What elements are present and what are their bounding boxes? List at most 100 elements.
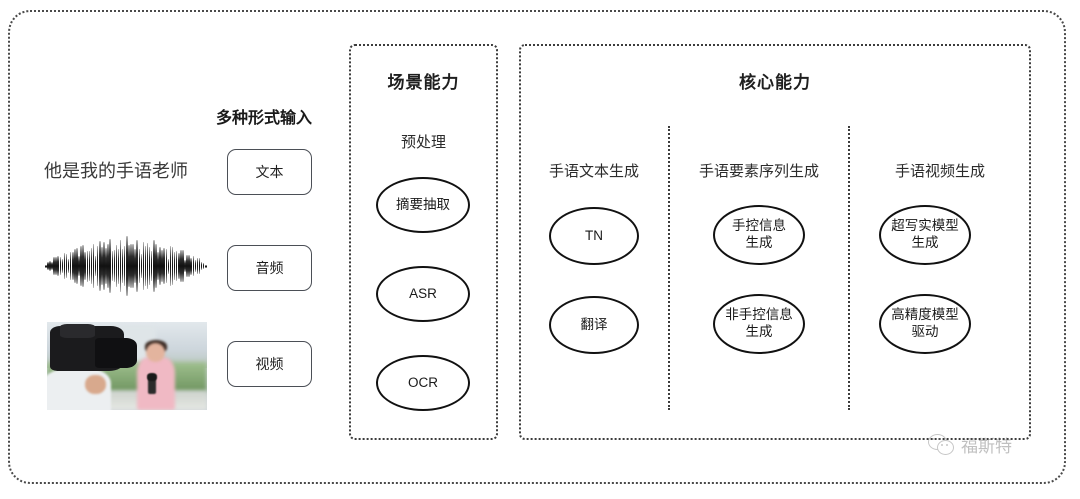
waveform-bar	[200, 262, 203, 270]
sample-text: 他是我的手语老师	[44, 161, 188, 181]
waveform-bar	[161, 250, 163, 282]
waveform-bar	[84, 251, 86, 281]
waveform-bar	[92, 244, 95, 288]
waveform-bar	[109, 238, 111, 294]
waveform-bar	[140, 253, 143, 279]
waveform-bar	[190, 257, 192, 275]
waveform-bar	[169, 246, 172, 286]
waveform-bar	[57, 256, 59, 276]
core-node-translation[interactable]: 翻译	[549, 296, 639, 354]
outer-frame	[8, 10, 1066, 484]
preprocessing-label: 预处理	[400, 134, 446, 151]
waveform-bar	[142, 241, 145, 291]
scene-node-summary[interactable]: 摘要抽取	[376, 177, 470, 233]
scene-capability-box	[349, 44, 498, 440]
waveform-bar	[107, 243, 109, 289]
scene-node-asr[interactable]: ASR	[376, 266, 470, 322]
core-node-photoreal-model[interactable]: 超写实模型 生成	[879, 205, 971, 265]
video-thumbnail	[47, 322, 207, 410]
core-column-label-video-generation: 手语视频生成	[894, 163, 985, 180]
core-capability-title: 核心能力	[739, 73, 811, 92]
scene-capability-title: 场景能力	[387, 73, 460, 92]
waveform-bar	[136, 240, 138, 292]
waveform-bar	[113, 250, 116, 282]
waveform-bar	[101, 246, 103, 286]
core-column-divider-1	[668, 126, 670, 410]
waveform-bar	[74, 249, 76, 283]
waveform-bar	[115, 244, 118, 288]
waveform-bar	[171, 246, 174, 286]
thumb-microphone-head	[146, 373, 157, 381]
waveform-bar	[155, 244, 157, 288]
waveform-bar	[53, 256, 55, 276]
waveform-bar	[103, 242, 105, 290]
input-button-video[interactable]: 视频	[227, 341, 312, 387]
waveform-bar	[165, 248, 168, 284]
core-node-manual-info[interactable]: 手控信息 生成	[713, 205, 805, 265]
waveform-bar	[150, 251, 153, 281]
thumb-operator-hand	[85, 374, 107, 395]
waveform-bar	[188, 255, 190, 277]
waveform-bar	[173, 251, 176, 281]
core-node-tn[interactable]: TN	[549, 207, 639, 265]
waveform-bar	[202, 263, 205, 269]
waveform-bar	[132, 244, 134, 288]
core-column-divider-2	[848, 126, 850, 410]
waveform-bar	[76, 248, 78, 284]
waveform-bar	[119, 240, 122, 292]
waveform-bar	[178, 252, 180, 280]
waveform-bar	[180, 249, 182, 283]
waveform-bar	[99, 241, 101, 291]
waveform-bar	[111, 251, 113, 281]
waveform-bar	[121, 248, 124, 284]
thumb-camera-hood	[59, 323, 95, 338]
waveform-bar	[126, 236, 128, 296]
waveform-bar	[78, 256, 80, 276]
wechat-icon	[928, 433, 956, 456]
waveform-bar	[51, 261, 53, 271]
waveform-bar	[59, 256, 62, 276]
waveform-bar	[157, 251, 159, 281]
waveform-bar	[80, 245, 82, 287]
scene-node-ocr[interactable]: OCR	[376, 355, 470, 411]
core-node-non-manual-info[interactable]: 非手控信息 生成	[713, 294, 805, 354]
waveform-bar	[192, 256, 195, 276]
waveform-bar	[144, 246, 147, 286]
waveform-bar	[105, 248, 107, 284]
core-capability-box	[519, 44, 1031, 440]
waveform-bar	[55, 257, 57, 275]
waveform-bar	[88, 250, 91, 282]
waveform-bar	[90, 248, 93, 284]
waveform-bar	[63, 252, 66, 280]
waveform-bar	[96, 245, 99, 287]
waveform-bar	[117, 248, 120, 284]
waveform-bar	[138, 248, 141, 284]
input-button-audio[interactable]: 音频	[227, 245, 312, 291]
waveform-bar	[167, 258, 170, 274]
waveform-bar	[86, 250, 89, 282]
core-node-high-precision-model[interactable]: 高精度模型 驱动	[879, 294, 971, 354]
waveform-bar	[82, 245, 84, 287]
waveform-bar	[146, 243, 149, 289]
waveform-bar	[159, 246, 161, 286]
waveform-bar	[148, 246, 151, 286]
waveform-bar	[61, 259, 64, 273]
waveform-bar	[184, 260, 186, 272]
watermark: 福斯特	[928, 432, 1012, 457]
waveform-bar	[198, 258, 201, 274]
waveform-bar	[196, 258, 199, 274]
watermark-text: 福斯特	[961, 437, 1012, 456]
waveform-bar	[123, 245, 126, 287]
core-column-label-text-generation: 手语文本生成	[548, 163, 639, 180]
input-button-text[interactable]: 文本	[227, 149, 312, 195]
waveform-bar	[182, 250, 184, 282]
waveform-bar	[134, 249, 136, 283]
waveform-bar	[94, 255, 97, 277]
waveform-bar	[163, 248, 165, 284]
waveform-bar	[194, 259, 197, 273]
waveform-bar	[186, 255, 188, 277]
waveform-bar	[45, 264, 47, 268]
waveform-bar	[175, 251, 178, 281]
thumb-microphone	[147, 376, 156, 395]
